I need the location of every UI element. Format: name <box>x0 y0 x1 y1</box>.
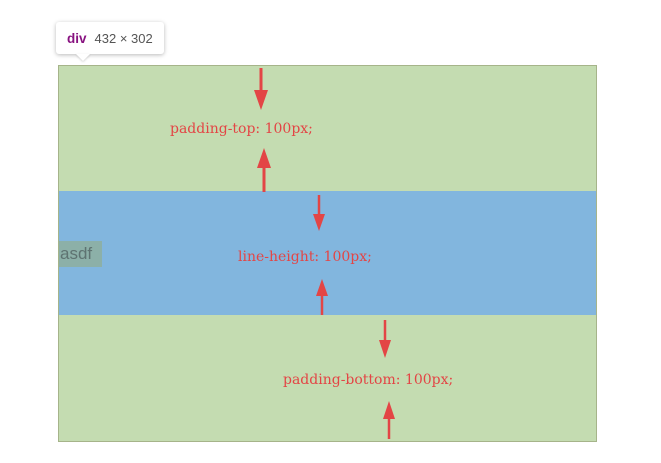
element-text: asdf <box>59 241 102 267</box>
padding-top-region <box>59 66 596 191</box>
padding-bottom-region <box>59 315 596 441</box>
padding-top-down-arrow-icon <box>254 68 268 110</box>
line-height-down-arrow-icon <box>313 195 325 231</box>
padding-top-annotation: padding-top: 100px; <box>170 121 313 137</box>
padding-bottom-annotation: padding-bottom: 100px; <box>283 372 454 388</box>
tooltip-tag-name: div <box>67 30 87 46</box>
content-region <box>59 191 596 315</box>
tooltip-dimensions: 432 × 302 <box>94 30 153 46</box>
padding-bottom-down-arrow-icon <box>379 320 391 358</box>
element-inspector-tooltip: div 432 × 302 <box>56 22 164 54</box>
highlighted-element-box: asdf <box>58 65 597 442</box>
tooltip-pointer <box>76 54 90 61</box>
line-height-annotation: line-height: 100px; <box>238 249 372 265</box>
padding-bottom-up-arrow-icon <box>383 401 395 439</box>
line-height-up-arrow-icon <box>316 279 328 315</box>
padding-top-up-arrow-icon <box>257 148 271 192</box>
